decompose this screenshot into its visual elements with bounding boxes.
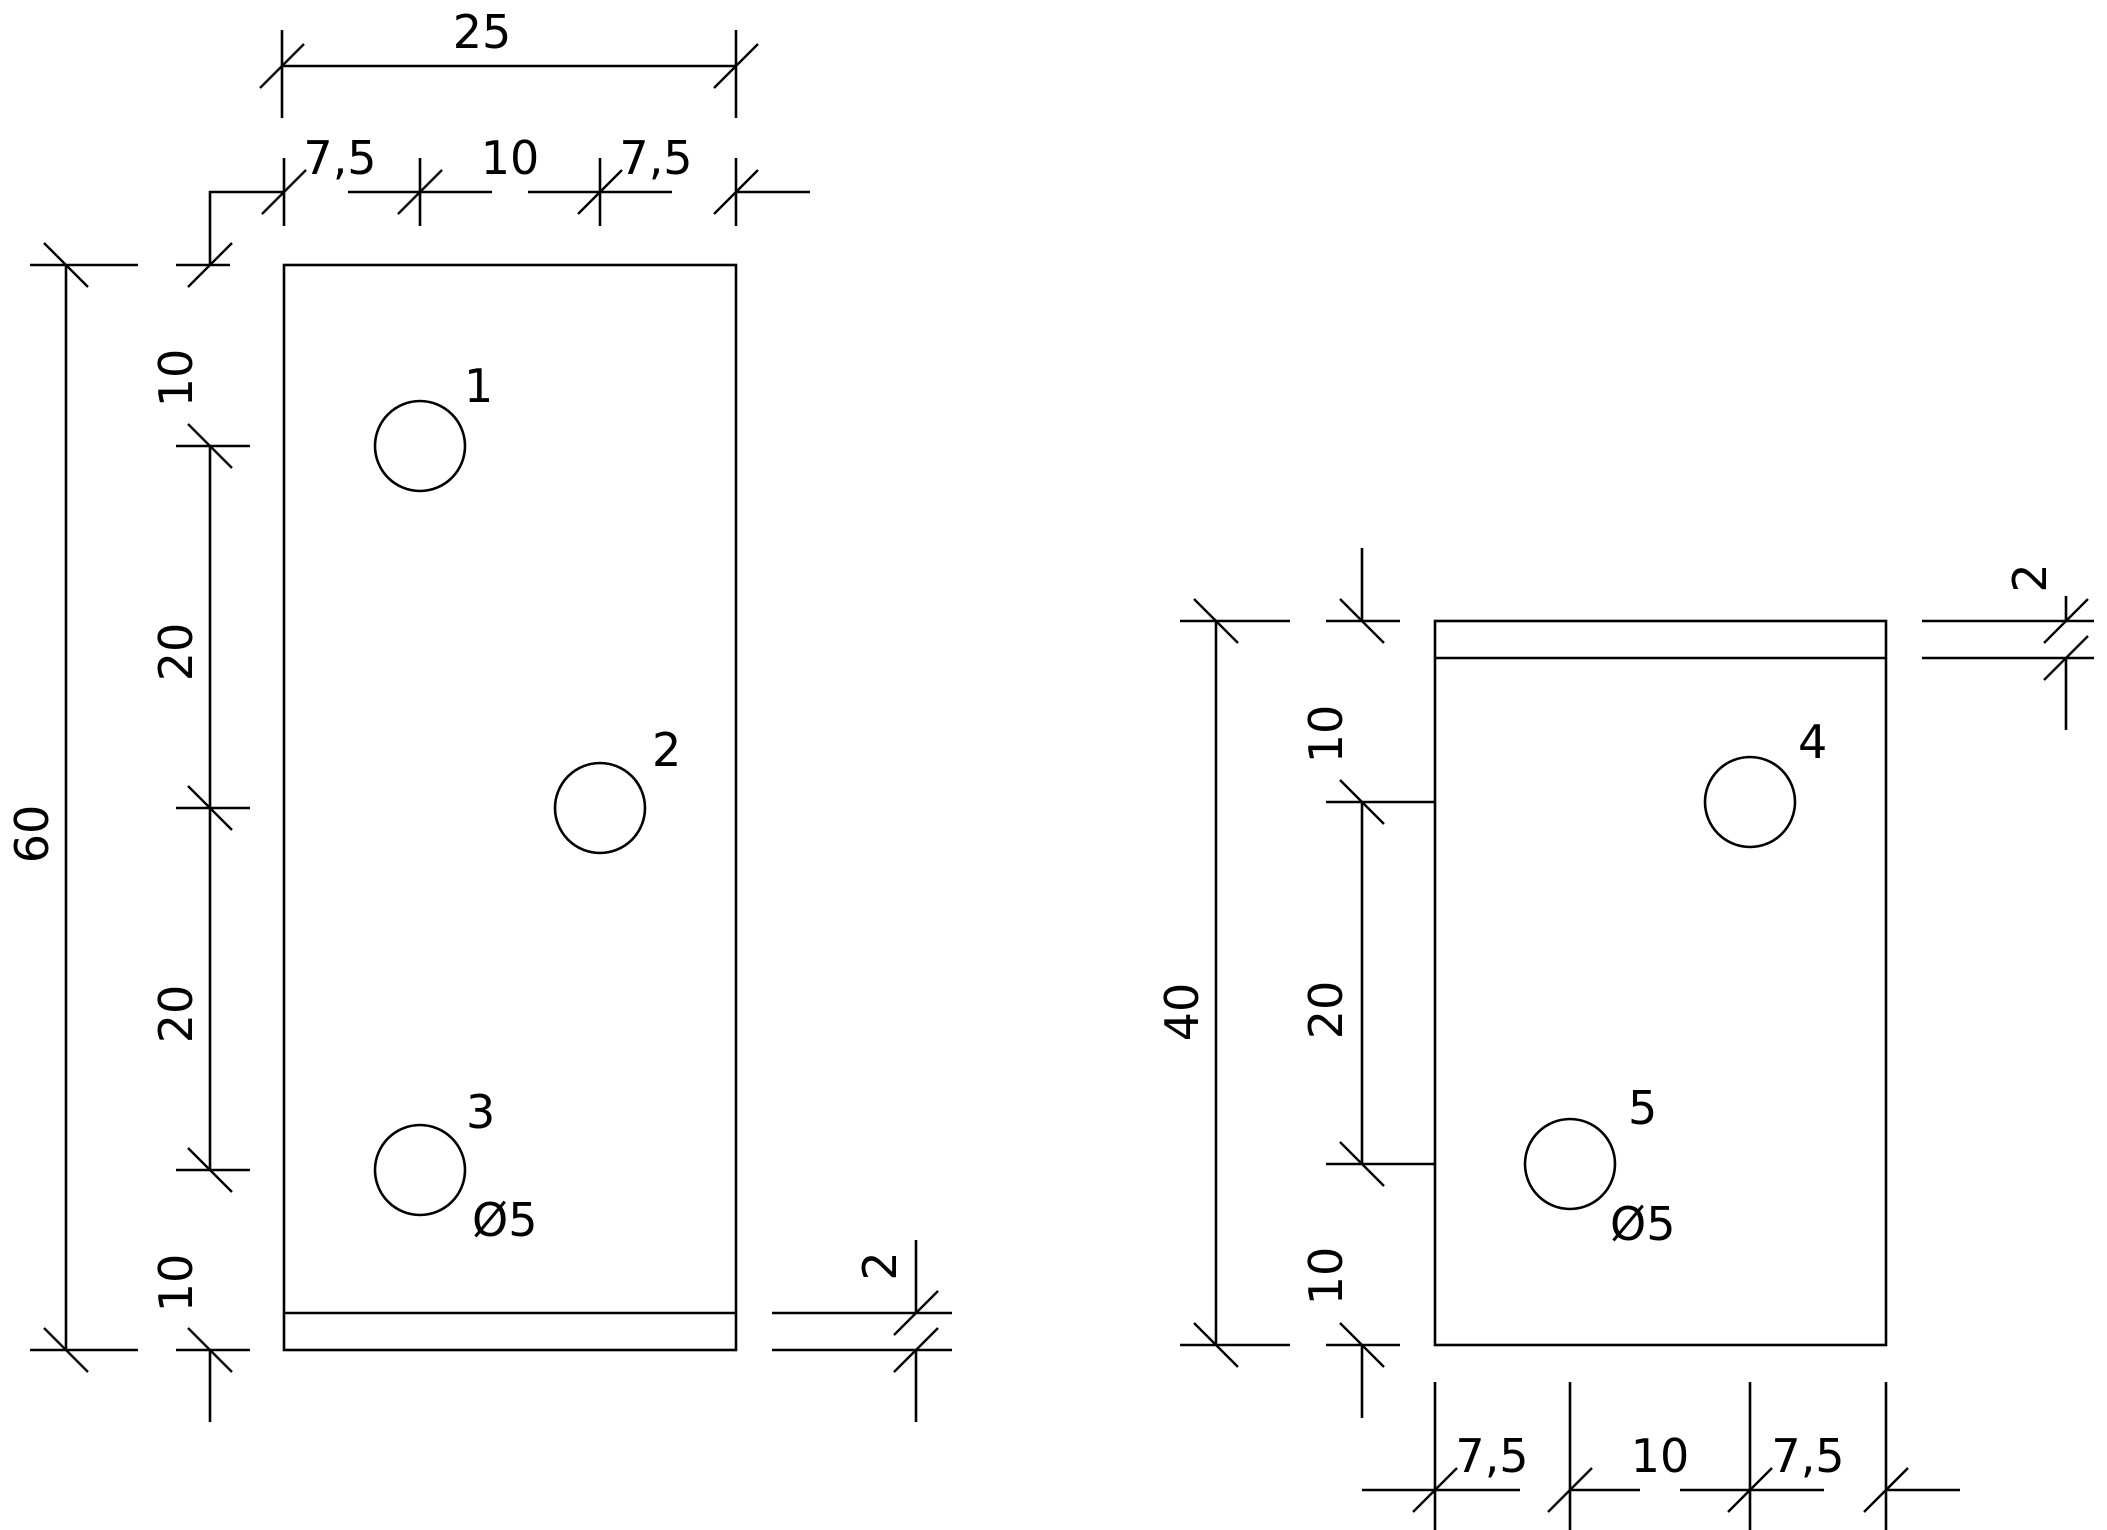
dim-left-top-edge-text: 10 [149,349,203,408]
dim-right-height-chain: 10 20 10 [1299,548,1436,1418]
dim-left-bottom-edge-text: 10 [149,1254,203,1313]
hole-2 [553,761,647,855]
dim-left-total-width: 25 [259,5,759,118]
dim-left-thickness-text: 2 [853,1251,907,1280]
dim-right-total-height-text: 40 [1155,983,1209,1042]
dim-right-gap-text: 10 [1631,1429,1690,1483]
dim-left-gap-text: 10 [481,131,540,185]
hole-2-label: 2 [652,723,681,777]
dim-right-edge-left-text: 7,5 [1455,1429,1528,1483]
dim-left-thickness: 2 [772,1240,952,1422]
dim-left-width-chain: 7,5 10 7,5 [187,131,810,288]
right-plate-drawing: 4 5 Ø5 40 10 20 10 [1155,548,2094,1530]
hole-4-label: 4 [1798,715,1827,769]
dim-right-pitch-text: 20 [1299,981,1353,1040]
dim-left-total-height-text: 60 [5,805,59,864]
hole-diameter-label: Ø5 [472,1193,537,1247]
dim-right-bottom-edge-text: 10 [1299,1247,1353,1306]
hole-diameter-label-right: Ø5 [1610,1197,1675,1251]
right-plate-outline [1433,619,1888,1347]
left-plate-drawing: 1 2 3 Ø5 25 7,5 1 [5,5,952,1422]
hole-4 [1703,755,1797,849]
hole-1 [373,399,467,493]
dim-left-total-width-text: 25 [453,5,512,59]
dim-left-total-height: 60 [5,242,138,1373]
dim-right-edge-right-text: 7,5 [1771,1429,1844,1483]
dim-right-thickness: 2 [1922,563,2094,730]
left-plate-outline [282,263,738,1352]
dim-left-height-chain: 10 20 20 10 [149,263,250,1422]
dim-left-pitch-1-text: 20 [149,623,203,682]
dim-left-edge-left-text: 7,5 [303,131,376,185]
dim-right-top-edge-text: 10 [1299,705,1353,764]
dim-right-width-chain: 7,5 10 7,5 [1362,1382,1960,1530]
hole-1-label: 1 [464,359,493,413]
dim-right-total-height: 40 [1155,598,1290,1368]
hole-3-label: 3 [466,1085,495,1139]
dim-left-edge-right-text: 7,5 [619,131,692,185]
dim-left-pitch-2-text: 20 [149,985,203,1044]
hole-5 [1523,1117,1617,1211]
dim-right-thickness-text: 2 [2003,563,2057,592]
hole-5-label: 5 [1628,1081,1657,1135]
hole-3 [373,1123,467,1217]
